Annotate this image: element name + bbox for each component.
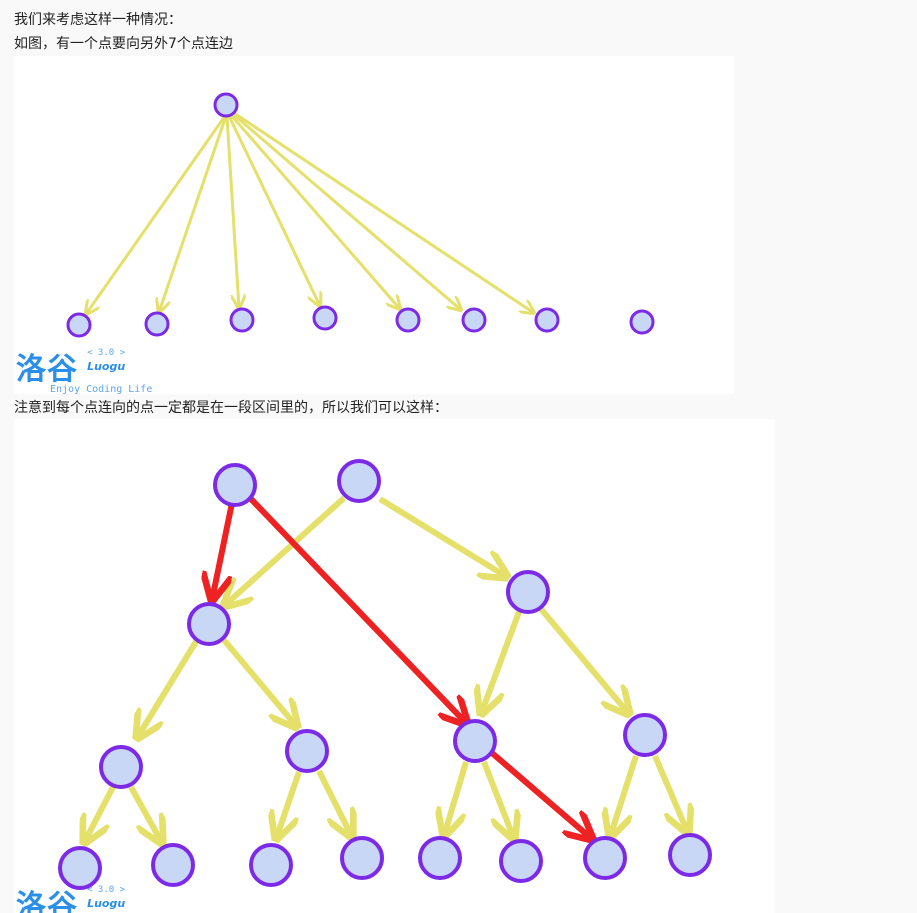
- extra-node: [629, 309, 655, 335]
- target-node-2: [144, 311, 170, 337]
- tree-node-rr: [623, 713, 667, 757]
- leaf-node-1: [58, 846, 102, 890]
- leaf-node-3: [249, 843, 293, 887]
- edge-l-ll: [137, 638, 200, 738]
- figure2-caption: 注意到每个点连向的点一定都是在一段区间里的，所以我们可以这样：: [14, 400, 448, 416]
- target-node-3: [229, 307, 255, 333]
- tree-node-lr: [285, 729, 329, 773]
- tree-node-right: [506, 570, 550, 614]
- leaf-node-8: [668, 833, 712, 877]
- leaf-node-5: [418, 836, 462, 880]
- target-node-1: [66, 312, 92, 338]
- star-graph-svg: [66, 92, 655, 338]
- edge-root-right: [378, 496, 507, 577]
- leaf-node-2: [151, 843, 195, 887]
- edge-root-left: [224, 495, 347, 606]
- source-node: [213, 92, 239, 118]
- edge-red-3: [490, 750, 592, 839]
- intro-text: 我们来考虑这样一种情况：: [14, 12, 182, 28]
- leaf-node-6: [499, 839, 543, 883]
- edge-star-7: [233, 111, 534, 313]
- leaf-node-7: [583, 836, 627, 880]
- edge-rl-1: [444, 761, 469, 836]
- tree-node-a: [213, 463, 257, 507]
- edge-rr-1: [610, 755, 639, 837]
- edge-star-4: [227, 115, 320, 306]
- edge-ll-1: [84, 785, 116, 843]
- edge-ll-2: [128, 785, 162, 843]
- target-node-4: [312, 305, 338, 331]
- edge-star-2: [159, 115, 228, 312]
- tree-node-rl: [453, 719, 497, 763]
- edge-l-lr: [221, 638, 297, 727]
- edge-star-6: [232, 112, 461, 310]
- edge-red-2: [248, 496, 467, 724]
- edge-red-1: [212, 502, 235, 600]
- target-node-6: [461, 307, 487, 333]
- edge-star-5: [229, 114, 400, 309]
- edge-rr-2: [652, 754, 688, 833]
- tree-node-root: [337, 459, 381, 503]
- edge-star-1: [86, 115, 227, 314]
- target-node-5: [395, 307, 421, 333]
- leaf-node-4: [340, 836, 384, 880]
- edge-r-rl: [481, 610, 522, 714]
- edge-rl-2: [481, 760, 514, 839]
- segment-tree-svg: [58, 459, 712, 890]
- figure1-caption: 如图，有一个点要向另外7个点连边: [14, 36, 233, 52]
- star-graph-figure: 洛谷 < 3.0 > Luogu Enjoy Coding Life: [14, 56, 734, 394]
- edge-star-3: [225, 116, 239, 308]
- target-node-7: [534, 307, 560, 333]
- edge-lr-2: [316, 769, 352, 837]
- edge-r-rr: [538, 607, 629, 714]
- segment-tree-figure: 洛谷 < 3.0 > Luogu: [14, 419, 775, 913]
- tree-node-left: [187, 602, 231, 646]
- tree-node-ll: [99, 745, 143, 789]
- edge-lr-1: [276, 771, 302, 839]
